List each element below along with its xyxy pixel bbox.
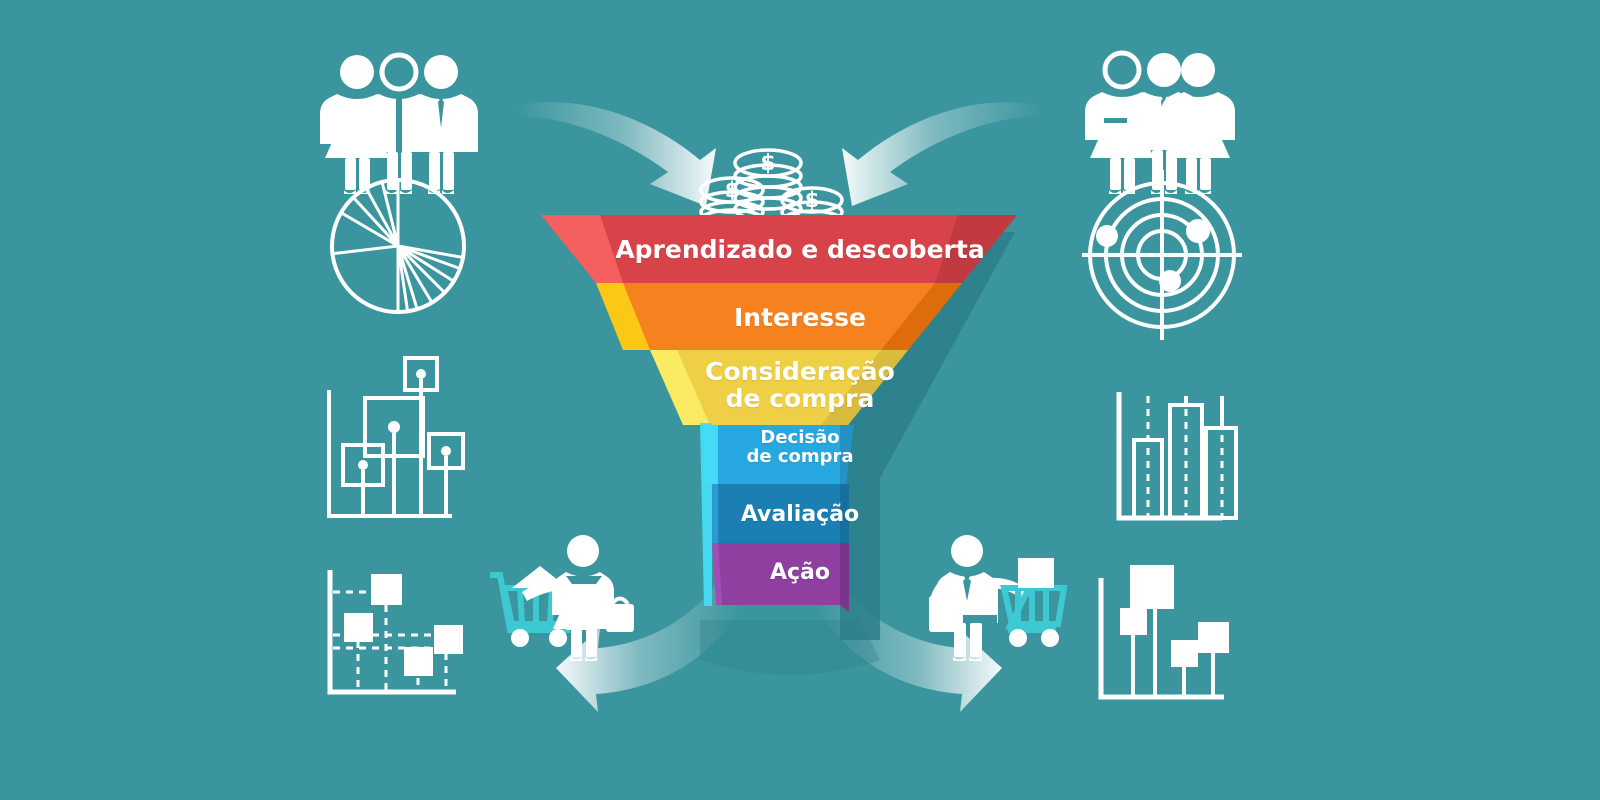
shopping-bags xyxy=(565,587,634,632)
curved-arrow-in-left-icon xyxy=(515,102,716,206)
funnel-band-stage-decision xyxy=(704,425,854,484)
funnel-ground-shadow xyxy=(700,620,880,675)
funnel-band-stage-interest xyxy=(596,283,962,350)
candlestick-chart-icon xyxy=(1116,392,1238,521)
bubble-square-chart-icon xyxy=(327,356,465,518)
funnel-band-stage-evaluation xyxy=(712,484,849,543)
radar-target-icon xyxy=(1082,170,1242,340)
man-shopping-cart-icon xyxy=(929,535,1068,661)
three-people-icon xyxy=(1085,50,1235,194)
funnel-neck-highlight xyxy=(700,423,712,606)
three-people-icon xyxy=(320,52,478,194)
shopping-bag xyxy=(929,586,963,632)
scatter-plot-icon xyxy=(327,570,463,695)
woman-shopping-cart-icon xyxy=(490,535,634,661)
funnel-band-stage-consideration xyxy=(650,350,908,425)
pie-chart-icon xyxy=(330,178,466,314)
curved-arrow-out-left-icon xyxy=(556,576,742,712)
svg-text:$: $ xyxy=(805,188,820,212)
square-bar-chart-icon xyxy=(1098,565,1229,700)
curved-arrow-in-right-icon xyxy=(842,102,1043,206)
funnel-band-stage-awareness xyxy=(541,215,1017,283)
funnel-bands xyxy=(541,215,1017,612)
funnel-band-stage-action xyxy=(712,543,849,612)
svg-text:$: $ xyxy=(725,178,740,202)
